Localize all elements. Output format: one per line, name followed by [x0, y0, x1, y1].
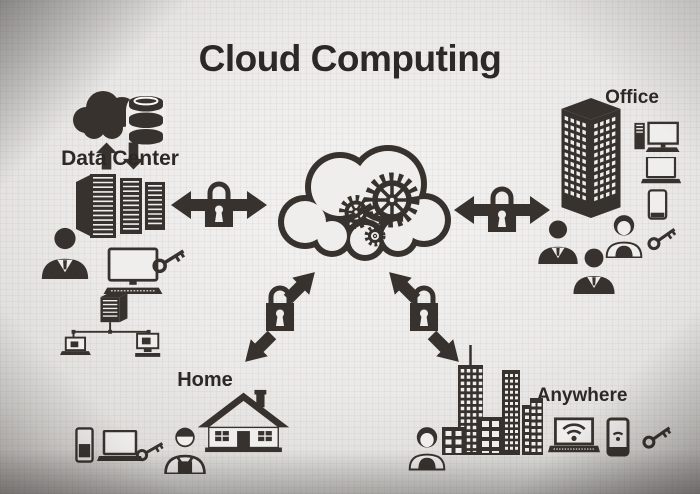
- businessman-icon: [573, 248, 615, 294]
- house-icon: [197, 389, 290, 453]
- tablet-icon: [647, 189, 668, 220]
- data-center-label: Data Center: [61, 147, 179, 170]
- laptop-icon: [640, 157, 682, 184]
- office-building-icon: [561, 98, 621, 219]
- key-icon: [152, 249, 186, 274]
- smartphone-icon: [75, 427, 94, 463]
- secure-link-anywhere-padlock-icon: [389, 272, 459, 362]
- desktop-pc-icon: [634, 121, 680, 153]
- city-skyline-icon: [442, 345, 543, 455]
- businessman-icon: [538, 220, 578, 264]
- cloud-with-gears-icon: [278, 145, 451, 261]
- businesswoman-icon: [605, 215, 643, 258]
- key-icon: [642, 426, 672, 449]
- anywhere-label: Anywhere: [536, 385, 628, 406]
- workstation-icon: [135, 332, 161, 357]
- secure-link-home-padlock-icon: [245, 272, 315, 362]
- home-label: Home: [177, 369, 233, 391]
- office-label: Office: [605, 87, 659, 108]
- upload-download-arrows-icon: [95, 142, 145, 170]
- diagram-title: Cloud Computing: [198, 38, 502, 79]
- wifi-smartphone-icon: [606, 417, 630, 457]
- gear-icon: [364, 172, 420, 228]
- wifi-laptop-icon: [548, 417, 600, 453]
- laptop-icon: [60, 336, 91, 355]
- resident-icon: [164, 427, 206, 474]
- gear-icon: [339, 195, 373, 229]
- woman-icon: [408, 427, 446, 471]
- key-icon: [647, 227, 677, 251]
- cloud-database-icon: [73, 91, 166, 146]
- laptop-icon: [97, 430, 143, 461]
- server-network-icon: [60, 293, 161, 357]
- businessman-icon: [41, 227, 89, 279]
- secure-link-datacenter-padlock-icon: [171, 181, 267, 227]
- secure-link-office-padlock-icon: [454, 186, 550, 232]
- server-racks-icon: [76, 174, 165, 238]
- gear-icon: [364, 225, 386, 247]
- desktop-computer-icon: [103, 247, 163, 295]
